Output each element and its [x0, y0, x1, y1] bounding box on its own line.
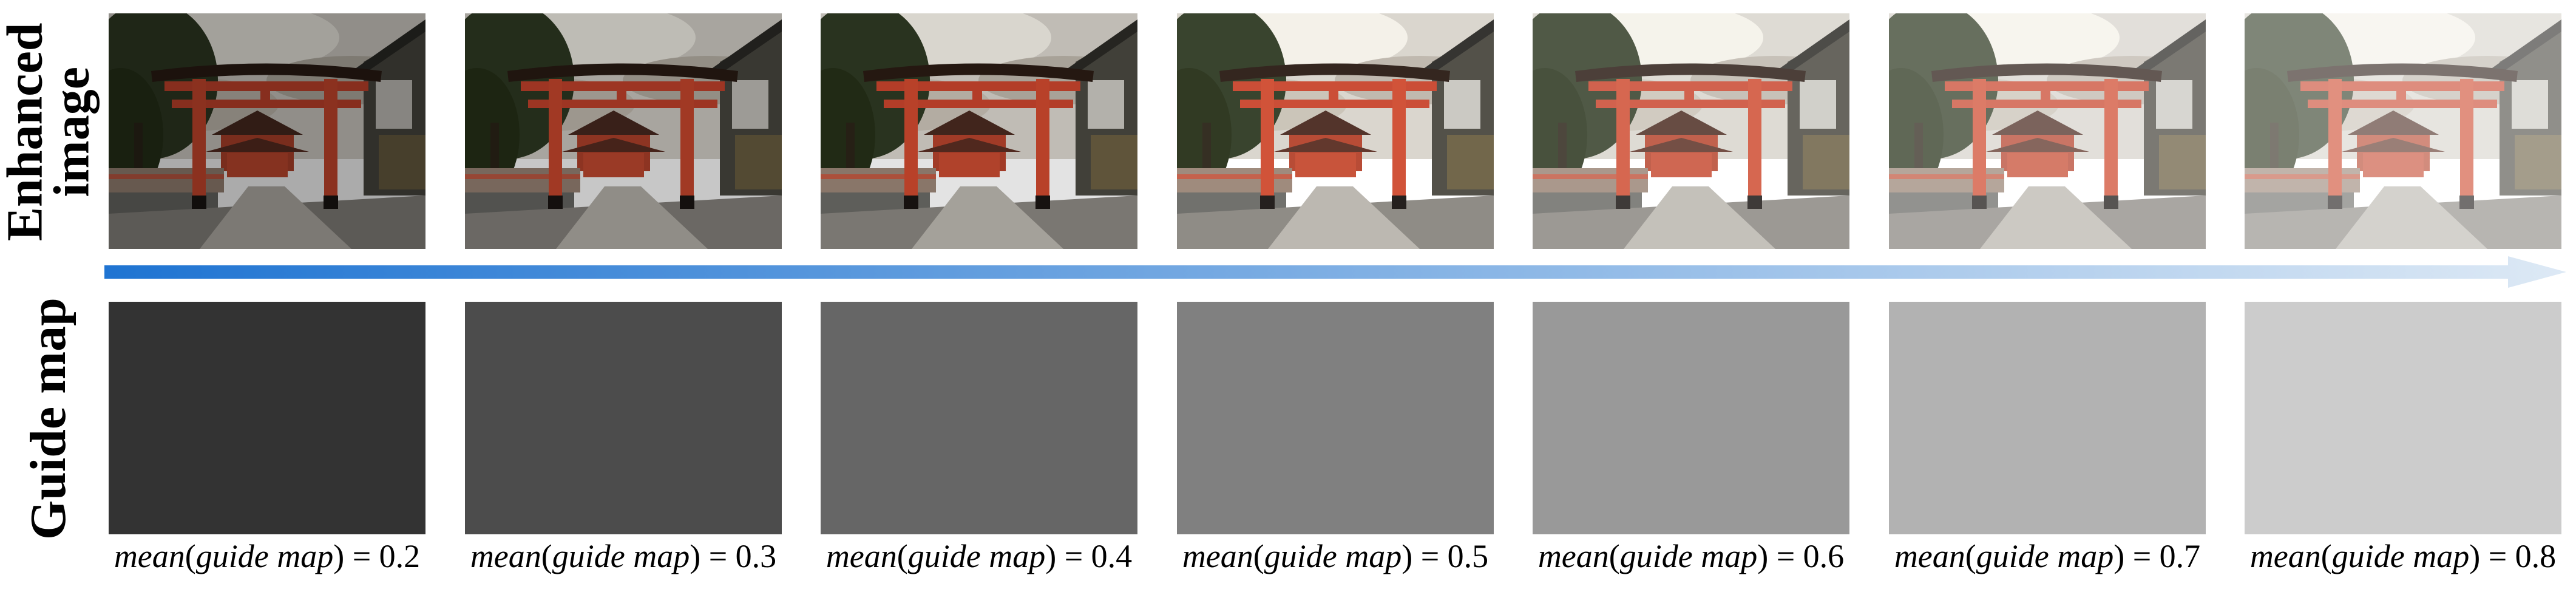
caption-value: 0.7: [2159, 538, 2201, 574]
caption-value: 0.3: [735, 538, 777, 574]
caption-value: 0.2: [379, 538, 421, 574]
enhanced-image: [465, 13, 782, 249]
guide-map: [465, 302, 782, 534]
caption-argument: guide map: [2331, 538, 2470, 574]
caption-argument: guide map: [907, 538, 1046, 574]
caption-function: mean: [114, 538, 185, 574]
guide-map-mean-caption: mean(guide map) = 0.6: [1537, 538, 1845, 574]
guide-map-mean-caption: mean(guide map) = 0.2: [114, 538, 421, 574]
row-label-enhanced-image: Enhanced image: [0, 22, 100, 242]
caption-function: mean: [825, 538, 897, 574]
caption-function: mean: [1894, 538, 1965, 574]
row-label-guide-map: Guide map: [20, 298, 77, 540]
guide-map: [1889, 302, 2206, 534]
brightness-arrow: [104, 256, 2566, 288]
enhanced-image: [1889, 13, 2206, 249]
caption-argument: guide map: [1619, 538, 1758, 574]
caption-function: mean: [470, 538, 541, 574]
caption-value: 0.8: [2515, 538, 2557, 574]
enhanced-image: [1533, 13, 1849, 249]
guide-map-mean-caption: mean(guide map) = 0.7: [1894, 538, 2201, 574]
caption-function: mean: [2249, 538, 2321, 574]
guide-map-mean-caption: mean(guide map) = 0.3: [470, 538, 777, 574]
enhanced-image: [109, 13, 425, 249]
caption-argument: guide map: [1976, 538, 2114, 574]
caption-function: mean: [1182, 538, 1253, 574]
enhanced-image: [2245, 13, 2561, 249]
guide-map: [1177, 302, 1494, 534]
enhanced-image: [821, 13, 1137, 249]
caption-value: 0.6: [1803, 538, 1845, 574]
guide-map: [821, 302, 1137, 534]
enhanced-image: [1177, 13, 1494, 249]
caption-argument: guide map: [1264, 538, 1402, 574]
guide-map: [1533, 302, 1849, 534]
caption-value: 0.5: [1447, 538, 1489, 574]
caption-function: mean: [1537, 538, 1609, 574]
caption-argument: guide map: [195, 538, 334, 574]
guide-map-mean-caption: mean(guide map) = 0.4: [825, 538, 1133, 574]
caption-value: 0.4: [1091, 538, 1133, 574]
guide-map-mean-caption: mean(guide map) = 0.5: [1182, 538, 1489, 574]
guide-map: [109, 302, 425, 534]
guide-map: [2245, 302, 2561, 534]
guide-map-mean-caption: mean(guide map) = 0.8: [2249, 538, 2557, 574]
caption-argument: guide map: [552, 538, 690, 574]
